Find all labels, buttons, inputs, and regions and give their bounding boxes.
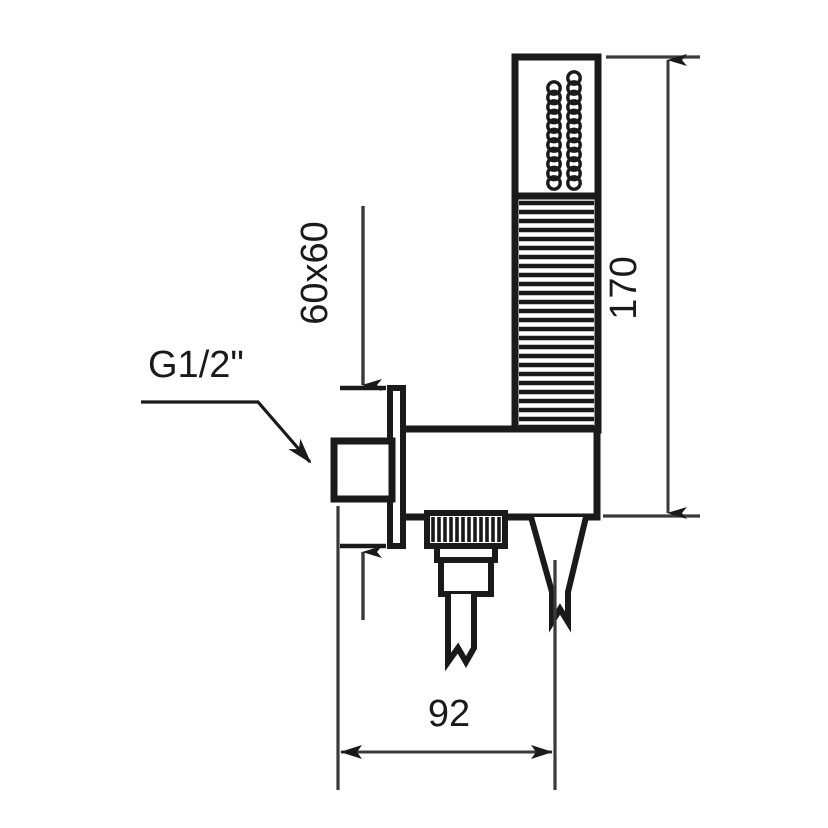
nozzle-holes-column-a [546,80,562,191]
outlet-pipe-left-break [445,594,477,672]
nozzle-holes-column-a2 [546,89,562,182]
outlet-pipe-left-upper [438,557,494,597]
callout-label-g-half: G1/2" [148,344,244,386]
outlet-pipe-right-break [528,516,589,633]
dimension-label-170: 170 [603,256,645,319]
leader-line-g-half [141,400,312,464]
g-half-inlet-box [330,437,396,503]
grip-ribs [519,200,594,430]
nozzle-holes-column-b [566,70,582,191]
dimension-92: 92 [336,506,557,790]
dimension-label-60x60: 60x60 [294,221,336,325]
inlet-box-outline [330,437,396,503]
dimension-60x60: 60x60 [294,206,386,391]
mixer-body-outline [395,425,601,521]
dimension-label-92: 92 [428,693,470,735]
dimension-lower-tick [340,543,386,620]
callout-g-half: G1/2" [141,344,312,464]
outlet-assembly-left [424,510,508,672]
mixer-body-block [395,425,601,521]
outlet-assembly-right [528,516,589,633]
dimension-170: 170 [603,54,700,519]
handshower-ribbed-grip [511,192,602,434]
handshower-head [511,53,602,206]
knurled-nut-ribs [431,517,501,542]
